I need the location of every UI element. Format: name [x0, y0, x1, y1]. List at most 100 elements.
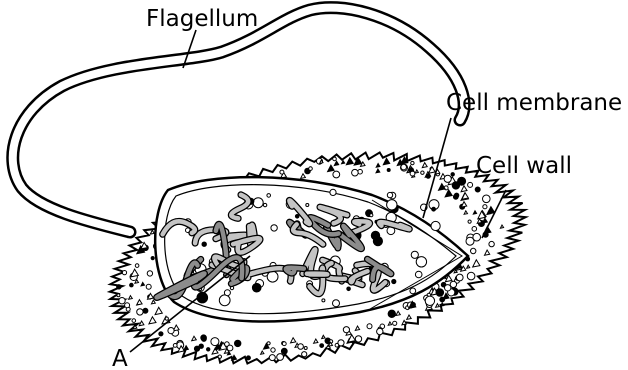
cytoplasm-granule	[410, 288, 416, 294]
wall-particle	[401, 164, 407, 170]
wall-particle	[421, 171, 424, 174]
wall-particle	[333, 157, 337, 161]
wall-particle	[282, 342, 286, 346]
wall-particle	[211, 338, 219, 346]
wall-particle	[269, 355, 275, 361]
cytoplasm-granule	[392, 279, 396, 283]
wall-particle	[377, 328, 383, 334]
wall-particle	[393, 321, 397, 325]
wall-particle	[387, 169, 390, 172]
cytoplasm-granule	[371, 231, 379, 239]
wall-particle	[468, 220, 471, 223]
wall-particle	[130, 283, 134, 287]
cytoplasm-granule	[306, 204, 309, 207]
cytoplasm-granule	[425, 296, 434, 305]
wall-particle	[246, 356, 250, 360]
wall-particle	[475, 187, 480, 192]
wall-particle	[411, 161, 414, 164]
wall-particle	[173, 344, 177, 348]
wall-particle	[147, 271, 152, 276]
cytoplasm-granule	[271, 225, 277, 231]
cytoplasm-granule	[253, 198, 263, 208]
wall-particle	[411, 302, 416, 307]
wall-particle	[135, 264, 139, 268]
wall-particle	[458, 177, 466, 185]
wall-particle	[456, 274, 463, 281]
wall-particle	[483, 205, 487, 209]
wall-particle	[483, 195, 491, 203]
cytoplasm-granule	[252, 283, 261, 292]
wall-particle	[426, 174, 430, 178]
cytoplasm-granule	[295, 215, 299, 219]
wall-particle	[202, 337, 207, 342]
cytoplasm-granule	[267, 194, 271, 198]
cytoplasm-granule	[411, 251, 418, 258]
wall-particle	[440, 297, 445, 302]
wall-particle	[304, 347, 307, 350]
cytoplasm-granule	[415, 271, 422, 278]
wall-particle	[467, 272, 475, 280]
wall-particle	[119, 298, 125, 304]
label-cell-wall: Cell wall	[476, 153, 572, 179]
cytoplasm-granule	[432, 207, 436, 211]
wall-particle	[122, 271, 126, 275]
wall-particle	[227, 345, 233, 351]
cytoplasm-granule	[431, 221, 440, 230]
label-cell-membrane: Cell membrane	[446, 90, 622, 116]
wall-particle	[218, 355, 221, 358]
wall-particle	[267, 342, 270, 345]
wall-particle	[235, 340, 241, 346]
label-a: A	[112, 346, 128, 370]
wall-particle	[199, 344, 203, 348]
cytoplasm-granule	[202, 242, 206, 246]
wall-particle	[343, 327, 349, 333]
cytoplasm-granule	[330, 189, 336, 195]
label-flagellum: Flagellum	[146, 6, 258, 32]
wall-particle	[280, 170, 284, 174]
wall-particle	[271, 348, 275, 352]
wall-particle	[132, 319, 136, 323]
cytoplasm-granule	[219, 295, 230, 306]
cytoplasm-granule	[436, 289, 444, 297]
cytoplasm-granule	[416, 257, 426, 267]
wall-particle	[388, 310, 395, 317]
wall-particle	[117, 294, 120, 297]
wall-particle	[143, 308, 148, 313]
wall-particle	[472, 227, 477, 232]
cytoplasm-granule	[445, 285, 451, 291]
wall-particle	[117, 285, 121, 289]
wall-particle	[468, 182, 473, 187]
wall-particle	[168, 328, 174, 334]
wall-particle	[137, 309, 143, 315]
wall-particle	[473, 233, 481, 241]
wall-particle	[281, 348, 287, 354]
wall-particle	[298, 344, 304, 350]
cytoplasm-granule	[224, 290, 230, 296]
wall-particle	[207, 348, 210, 351]
wall-particle	[320, 344, 324, 348]
wall-particle	[410, 171, 415, 176]
wall-particle	[125, 303, 130, 308]
wall-particle	[146, 284, 151, 289]
wall-particle	[159, 332, 163, 336]
cytoplasm-granule	[347, 287, 351, 291]
wall-particle	[444, 175, 451, 182]
cytoplasm-granule	[370, 214, 373, 217]
wall-particle	[454, 193, 458, 197]
wall-particle	[335, 343, 339, 347]
wall-particle	[451, 173, 454, 176]
wall-particle	[151, 257, 154, 260]
wall-particle	[309, 167, 313, 171]
wall-particle	[277, 354, 284, 361]
wall-particle	[165, 317, 168, 320]
cytoplasm-granule	[387, 200, 397, 210]
cytoplasm-granule	[333, 300, 340, 307]
cytoplasm-granule	[322, 299, 325, 302]
wall-particle	[367, 324, 372, 329]
wall-particle	[471, 248, 476, 253]
wall-particle	[355, 336, 361, 342]
cytoplasm-granule	[263, 203, 266, 206]
wall-particle	[302, 352, 307, 357]
wall-particle	[352, 169, 359, 176]
